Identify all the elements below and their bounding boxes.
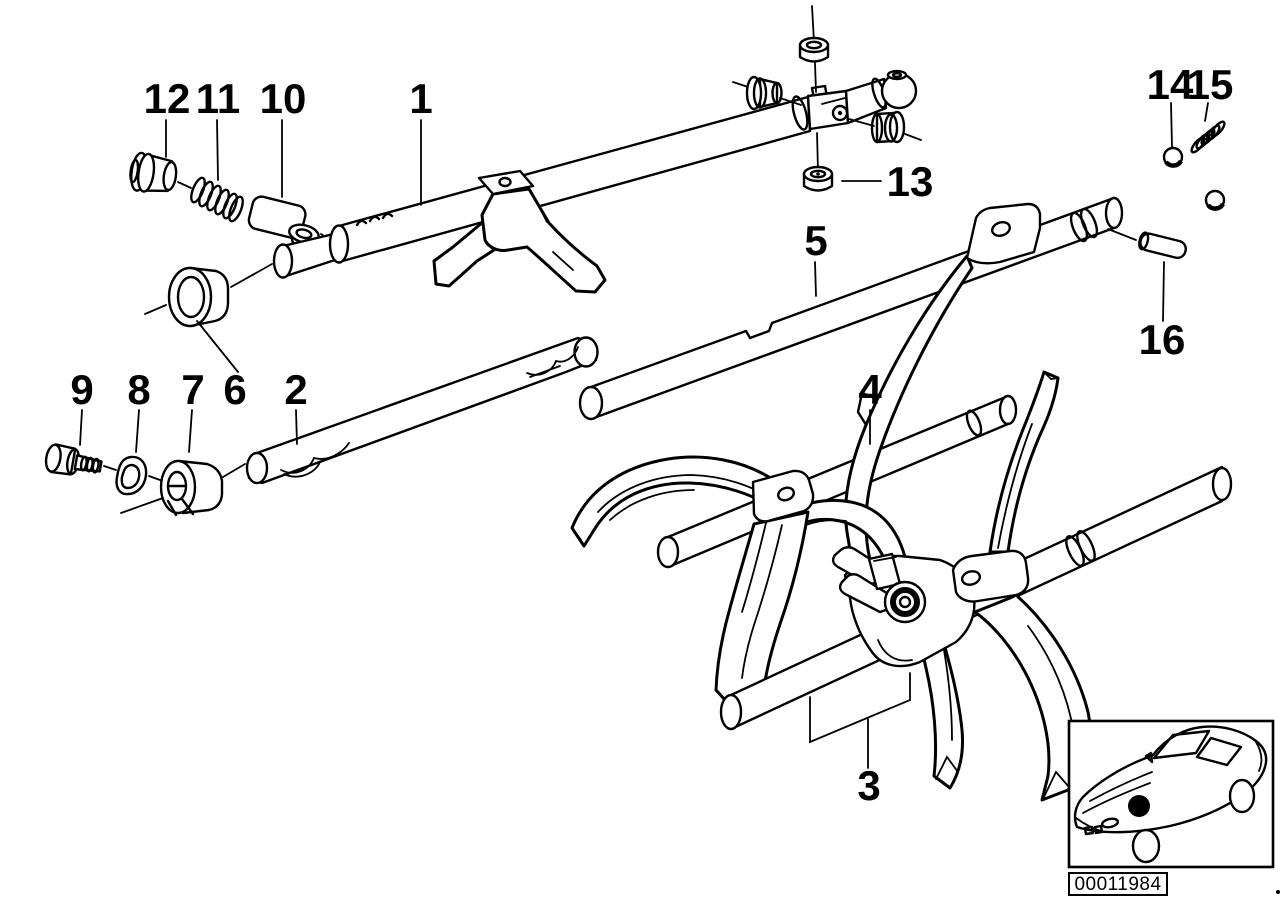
callout-8: 8: [127, 366, 150, 413]
callout-14: 14: [1147, 61, 1194, 108]
stray-dot: [1276, 890, 1280, 894]
bushing-top: [798, 36, 830, 63]
shift-rod-2: [245, 336, 599, 485]
rear-wheel: [1228, 778, 1256, 814]
plug-12: [129, 151, 178, 193]
callout-15: 15: [1187, 61, 1234, 108]
kidney-grille: [1083, 824, 1104, 836]
bushing-13: [802, 165, 834, 192]
code-box: [1068, 872, 1168, 896]
fork-clamp-band: [951, 549, 1030, 603]
callout-5: 5: [804, 217, 827, 264]
car-location-inset: 00011984: [1067, 719, 1275, 896]
callout-6: 6: [223, 366, 246, 413]
selector-head-3: [831, 546, 976, 668]
callout-12: 12: [144, 75, 191, 122]
inset-code: 00011984: [1074, 874, 1161, 895]
headlight: [1100, 817, 1120, 829]
shift-fork-left: [570, 455, 815, 712]
axis-line: [148, 475, 161, 481]
mirror: [1144, 751, 1154, 764]
callout-10: 10: [260, 75, 307, 122]
ball-small: [1204, 189, 1226, 211]
seal-ring-8: [115, 455, 148, 496]
leader-lines: [79, 102, 1209, 769]
location-dot: [1128, 795, 1150, 817]
callout-4: 4: [858, 366, 882, 413]
shift-fork-1: [432, 169, 607, 294]
callout-1: 1: [409, 75, 432, 122]
bushing-7: [120, 459, 246, 517]
callout-13: 13: [887, 158, 934, 205]
callout-3: 3: [857, 762, 880, 809]
sleeve-6: [144, 263, 273, 328]
pin-16: [1107, 228, 1187, 260]
bushing-right: [848, 110, 922, 144]
spring-11: [190, 176, 244, 223]
callout-labels: 12 11 10 1 9 8 7 6 2 5 4 13 14 15 16 3: [70, 61, 1233, 809]
bushing-left: [732, 75, 802, 111]
axis-line: [103, 465, 117, 471]
callout-2: 2: [284, 366, 307, 413]
front-wheel: [1131, 828, 1161, 864]
car-thumbnail: [1073, 725, 1268, 864]
callout-16: 16: [1139, 316, 1186, 363]
axis-line: [177, 181, 192, 189]
callout-7: 7: [181, 366, 204, 413]
detent-bolt-9: [44, 443, 103, 476]
callout-11: 11: [196, 75, 240, 122]
callout-9: 9: [70, 366, 93, 413]
ball-14: [1162, 146, 1184, 168]
spring-15: [1190, 120, 1226, 154]
shift-rod-1-assembly: [272, 5, 922, 294]
